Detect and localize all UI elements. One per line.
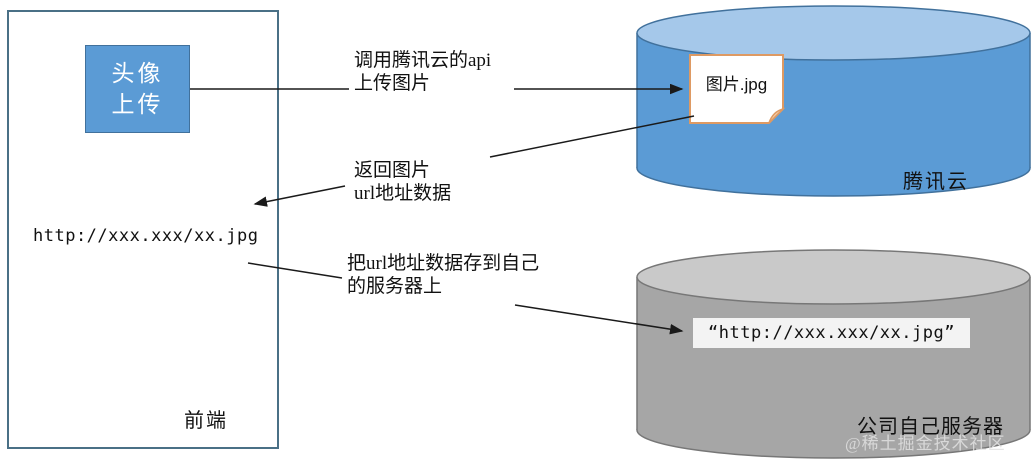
image-file-name: 图片.jpg: [705, 74, 768, 94]
company-server-label: 公司自己服务器: [857, 416, 1004, 438]
arrow-store-segment-2: [514, 304, 684, 335]
arrow-store-url: [247, 262, 684, 335]
stored-url-strip: “http://xxx.xxx/xx.jpg”: [693, 318, 970, 348]
avatar-upload-box[interactable]: 头像 上传: [85, 45, 190, 133]
return-url-flow-label-line2: url地址数据: [354, 183, 452, 204]
return-url-flow-label-line1: 返回图片: [354, 160, 431, 181]
watermark-text: @稀土掘金技术社区: [845, 434, 1006, 453]
store-url-flow-label: 把url地址数据存到自己 的服务器上: [347, 252, 539, 298]
upload-flow-label: 调用腾讯云的api 上传图片: [354, 49, 491, 95]
cloud-cylinder-top: [636, 5, 1031, 61]
upload-flow-label-line2: 上传图片: [354, 73, 431, 94]
frontend-url-text: http://xxx.xxx/xx.jpg: [33, 226, 259, 246]
arrow-return-url: [253, 115, 695, 207]
avatar-upload-box-line2: 上传: [111, 92, 164, 117]
avatar-upload-box-line1: 头像: [111, 61, 164, 86]
tencent-cloud-label: 腾讯云: [903, 171, 969, 193]
company-server-cylinder: [636, 249, 1031, 459]
server-cylinder-top: [636, 249, 1031, 305]
file-folded-corner: [768, 107, 786, 124]
store-url-flow-label-line2: 的服务器上: [347, 276, 443, 297]
upload-flow-label-line1: 调用腾讯云的api: [354, 50, 492, 71]
frontend-panel-label: 前端: [184, 410, 228, 432]
frontend-panel: [7, 10, 279, 449]
arrow-return-segment-2: [253, 185, 346, 207]
image-file-icon: [689, 54, 786, 124]
arrow-return-segment-1: [489, 115, 695, 158]
store-url-flow-label-line1: 把url地址数据存到自己: [347, 253, 540, 274]
return-url-flow-label: 返回图片 url地址数据: [354, 159, 451, 205]
arrow-store-segment-1: [247, 262, 343, 279]
